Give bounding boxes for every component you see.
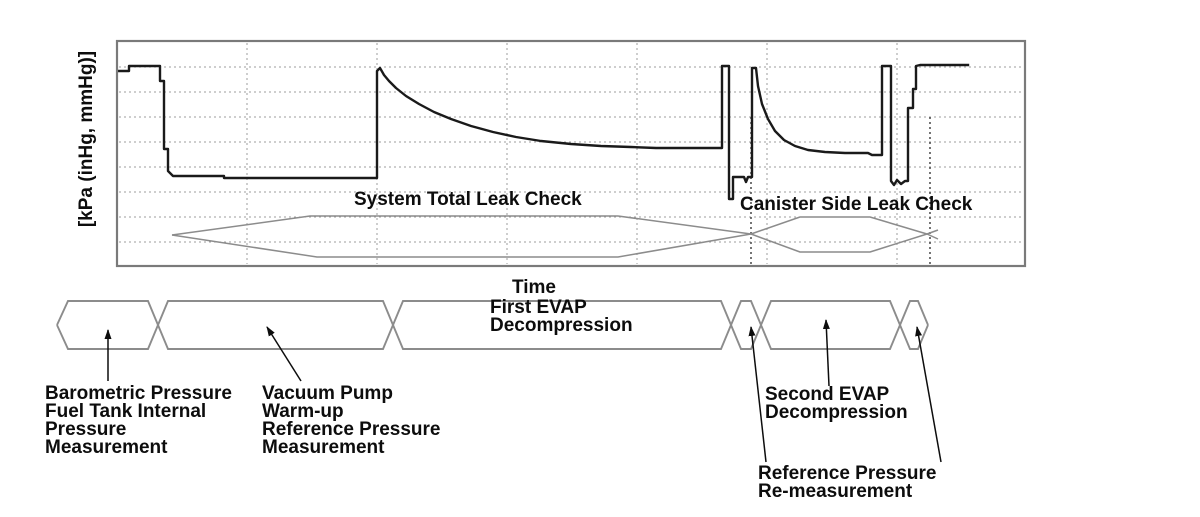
phase-label-line: Vacuum Pump	[262, 383, 393, 404]
timeline-band	[56, 300, 929, 350]
pump-duty-envelope-lower	[171, 216, 939, 258]
phase-label-line: Fuel Tank Internal	[45, 401, 207, 422]
pump-duty-envelope-upper	[171, 215, 939, 253]
callout-arrow-2	[822, 319, 830, 387]
phase-label-line: Re-measurement	[758, 481, 913, 502]
phase-label-line: Decompression	[490, 315, 633, 336]
callout-arrows	[104, 319, 942, 463]
phase-label-line: Measurement	[262, 437, 385, 458]
phase-label-barometric-pressure-measurement: Barometric Pressure Fuel Tank Internal P…	[45, 383, 232, 458]
phase-label-line: First EVAP	[490, 297, 587, 318]
annotation-system-total-leak-check: System Total Leak Check	[354, 189, 582, 210]
phase-label-first-evap-decompression: First EVAP Decompression	[490, 297, 633, 336]
x-axis-label-time: Time	[512, 277, 557, 298]
gridlines	[119, 43, 1023, 264]
phase-label-line: Reference Pressure	[758, 463, 937, 484]
phase-label-reference-pressure-remeasurement: Reference Pressure Re-measurement	[758, 463, 937, 502]
band-zigzag-b	[56, 300, 929, 350]
fuel-tank-pressure-trace	[116, 63, 970, 201]
chart-frame	[115, 39, 1027, 268]
phase-label-line: Reference Pressure	[262, 419, 441, 440]
phase-label-second-evap-decompression: Second EVAP Decompression	[765, 384, 908, 423]
callout-arrow-3	[748, 326, 767, 463]
callout-arrow-1	[266, 326, 302, 382]
phase-label-line: Warm-up	[262, 401, 344, 422]
phase-label-line: Second EVAP	[765, 384, 890, 405]
phase-label-line: Barometric Pressure	[45, 383, 232, 404]
pressure-series	[116, 63, 970, 258]
phase-label-line: Measurement	[45, 437, 168, 458]
phase-label-line: Decompression	[765, 402, 908, 423]
callout-arrow-4	[915, 326, 942, 463]
y-axis-label: [kPa (inHg, mmHg)]	[76, 50, 97, 228]
phase-label-line: Pressure	[45, 419, 127, 440]
annotation-canister-side-leak-check: Canister Side Leak Check	[740, 194, 973, 215]
chart-border	[115, 39, 1027, 268]
phase-label-vacuum-pump-warmup: Vacuum Pump Warm-up Reference Pressure M…	[262, 383, 441, 458]
